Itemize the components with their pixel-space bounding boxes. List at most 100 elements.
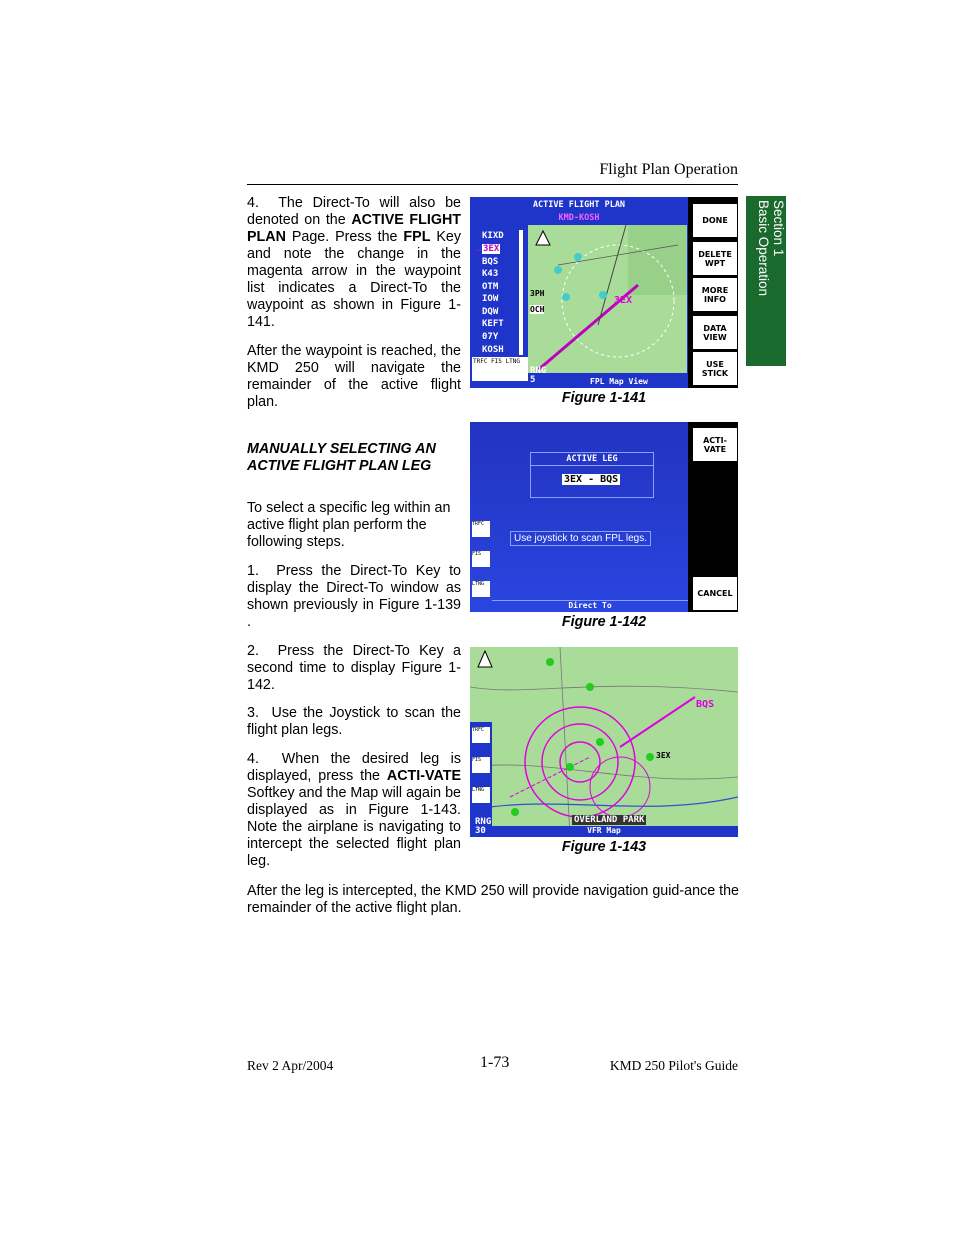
airport-icon — [646, 753, 654, 761]
waypoint-item[interactable]: KEFT — [482, 319, 504, 329]
header-rule — [247, 184, 738, 185]
fpl-title: ACTIVE FLIGHT PLAN — [532, 200, 626, 210]
intercept-line — [509, 756, 591, 798]
ltng-icon: LTNG — [472, 787, 490, 803]
map-label-bqs: BQS — [696, 699, 715, 710]
trfc-icon: TRFC — [472, 727, 490, 743]
page-header: Flight Plan Operation — [599, 161, 738, 178]
more-info-softkey[interactable]: MORE INFO — [691, 276, 738, 313]
airport-icon — [599, 291, 607, 299]
airport-icon — [586, 683, 594, 691]
rng-label: RNG — [530, 366, 547, 376]
waypoint-item[interactable]: 07Y — [482, 332, 499, 342]
status-bar — [470, 826, 738, 837]
section-tab-line2: Basic Operation — [756, 200, 771, 297]
step4-fpl-paragraph: 4. The Direct-To will also be denoted on… — [247, 195, 461, 331]
activate-softkey[interactable]: ACTI- VATE — [691, 426, 738, 463]
step-number: 1. — [247, 563, 259, 579]
view-label: FPL Map View — [590, 377, 648, 386]
map-terrain-patch — [628, 225, 687, 295]
fis-icon: FIS — [472, 757, 490, 773]
waypoint-item[interactable]: KOSH — [482, 345, 504, 355]
step-4-leg: 4. When the desired leg is displayed, pr… — [247, 751, 461, 870]
ltng-label: LTNG — [472, 581, 485, 587]
step-text: Press the Direct-To Key to display the D… — [247, 563, 461, 630]
north-arrow-icon — [477, 649, 493, 668]
active-leg-box: ACTIVE LEG 3EX - BQS — [530, 452, 654, 498]
waypoint-item[interactable]: IOW — [482, 294, 499, 304]
intro-paragraph: To select a specific leg within an activ… — [247, 500, 451, 550]
done-softkey[interactable]: DONE — [691, 202, 738, 239]
text-run: When the desired leg is displayed, press… — [247, 751, 462, 784]
delete-wpt-softkey[interactable]: DELETE WPT — [691, 240, 738, 277]
figure-1-142: ACTIVE LEG 3EX - BQS Use joystick to sca… — [470, 422, 738, 612]
waypoint-item[interactable]: K43 — [482, 269, 499, 279]
subheading: MANUALLY SELECTING AN ACTIVE FLIGHT PLAN… — [247, 441, 436, 474]
road-line — [559, 647, 571, 837]
waypoint-item-active[interactable]: 3EX — [482, 244, 501, 254]
step-text: Use the Joystick to scan the flight plan… — [247, 705, 462, 738]
list-scrollbar[interactable] — [519, 230, 523, 355]
airway-line — [597, 225, 627, 326]
view-label: VFR Map — [587, 826, 621, 835]
section-tab: Section 1 Basic Operation — [746, 196, 786, 366]
airway-line — [557, 244, 679, 266]
active-leg-value[interactable]: 3EX - BQS — [562, 474, 621, 485]
after-waypoint-paragraph: After the waypoint is reached, the KMD 2… — [247, 343, 461, 410]
map-label-3ex: 3EX — [656, 751, 671, 760]
airport-icon — [511, 808, 519, 816]
direct-to-screen — [470, 422, 688, 612]
active-leg-title: ACTIVE LEG — [531, 453, 653, 466]
airport-icon — [546, 658, 554, 666]
map-label-3ex: 3EX — [614, 295, 633, 306]
footer-revision: Rev 2 Apr/2004 — [247, 1058, 334, 1073]
step-number: 4. — [247, 751, 259, 767]
use-stick-softkey[interactable]: USE STICK — [691, 350, 738, 387]
bold-run: FPL — [403, 229, 431, 245]
text-run: Softkey and the Map will again be displa… — [247, 785, 461, 869]
north-arrow-icon — [535, 229, 551, 246]
ltng-label: LTNG — [472, 787, 485, 793]
airspace-ring — [559, 741, 601, 783]
caption-fig-142: Figure 1-142 — [561, 614, 647, 630]
section-tab-text: Section 1 Basic Operation — [754, 200, 786, 362]
road-line — [470, 685, 738, 693]
text-run: Key and note the change in the magenta a… — [247, 229, 462, 330]
waypoint-item[interactable]: OTM — [482, 282, 499, 292]
airport-icon — [566, 763, 574, 771]
step-2: 2. Press the Direct-To Key a second time… — [247, 643, 461, 694]
airport-icon — [562, 293, 570, 301]
section-tab-line1: Section 1 — [771, 200, 786, 257]
step-1: 1. Press the Direct-To Key to display th… — [247, 563, 461, 631]
airspace-ring — [541, 723, 619, 801]
caption-fig-141: Figure 1-141 — [561, 390, 647, 406]
footer-guide-title: KMD 250 Pilot's Guide — [609, 1058, 738, 1073]
waypoint-item[interactable]: DQW — [482, 307, 499, 317]
airport-icon — [596, 738, 604, 746]
caption-fig-143: Figure 1-143 — [561, 839, 647, 855]
step-number: 2. — [247, 643, 259, 659]
waypoint-item[interactable]: KIXD — [482, 231, 504, 241]
airport-icon — [574, 253, 582, 261]
data-view-softkey[interactable]: DATA VIEW — [691, 314, 738, 351]
map-label-och: OCH — [530, 305, 545, 314]
bold-run: ACTIVE FLIGHT PLAN — [247, 212, 462, 245]
figure-1-143: BQS 3EX OVERLAND PARK TRFC FIS LTNG RNG … — [470, 647, 738, 837]
trfc-label: TRFC — [472, 727, 485, 733]
fpl-route: KMD-KOSH — [558, 213, 600, 223]
trfc-icon: TRFC — [472, 521, 490, 537]
fpl-map — [528, 225, 687, 373]
figure-1-141: ACTIVE FLIGHT PLAN KMD-KOSH 3EX OCH 3PH … — [470, 197, 738, 388]
cancel-softkey[interactable]: CANCEL — [691, 575, 738, 612]
waypoint-item[interactable]: BQS — [482, 257, 499, 267]
vfr-map — [470, 647, 738, 837]
map-label-3ph: 3PH — [530, 289, 545, 298]
active-arrow-icon: → — [473, 244, 483, 255]
trfc-label: TRFC — [472, 521, 485, 527]
flight-plan-leg — [619, 696, 696, 748]
rng-readout: RNG 30 — [474, 817, 493, 837]
status-icons: TRFC FIS LTNG — [473, 358, 520, 365]
airport-icon — [554, 266, 562, 274]
step-3: 3. Use the Joystick to scan the flight p… — [247, 705, 461, 739]
rng-label: RNG — [475, 817, 492, 827]
